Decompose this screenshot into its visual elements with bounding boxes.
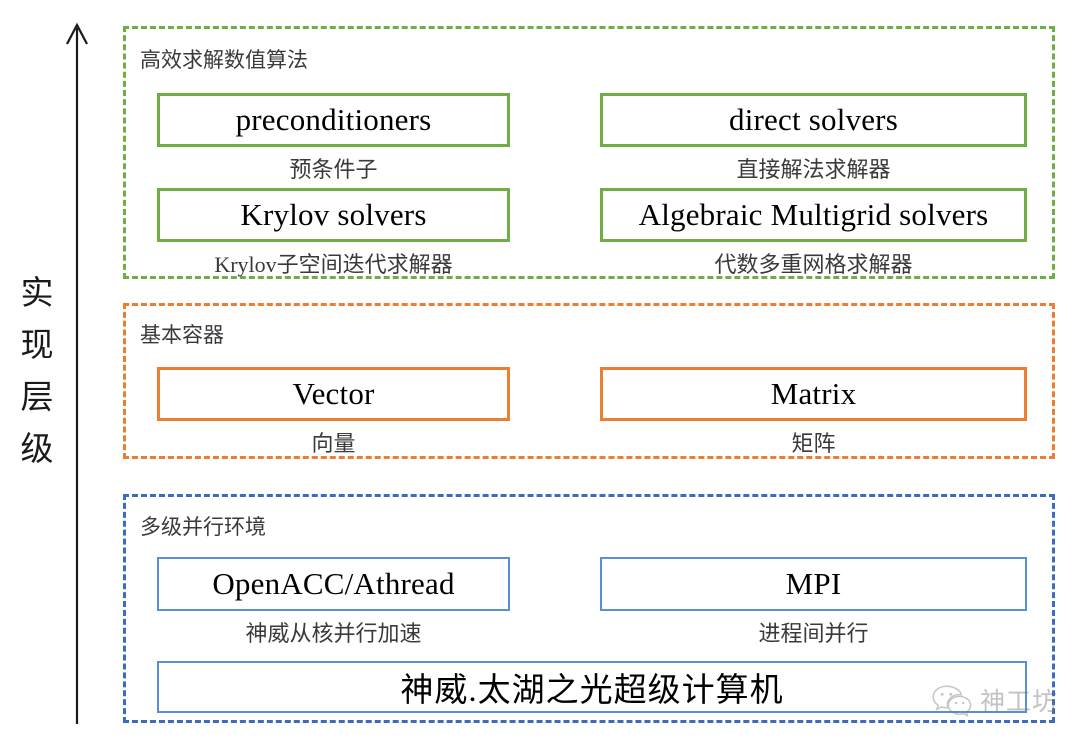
node-mpi[interactable]: MPI	[600, 557, 1027, 611]
layer-title-algorithms: 高效求解数值算法	[140, 48, 308, 72]
node-label-sunway-taihulight: 神威.太湖之光超级计算机	[400, 673, 784, 709]
layer-parallel-environment	[123, 494, 1055, 723]
caption-direct-solvers: 直接解法求解器	[736, 157, 891, 182]
node-label-direct-solvers: direct solvers	[729, 102, 898, 137]
axis-label-char-1: 实	[20, 276, 54, 312]
node-amg-solvers[interactable]: Algebraic Multigrid solvers	[600, 188, 1027, 242]
axis-label-char-2: 现	[20, 328, 54, 364]
node-label-matrix: Matrix	[770, 376, 857, 411]
node-label-openacc-athread: OpenACC/Athread	[212, 566, 455, 601]
axis-label-char-3: 层	[20, 380, 54, 416]
node-direct-solvers[interactable]: direct solvers	[600, 93, 1027, 147]
node-matrix[interactable]: Matrix	[600, 367, 1027, 421]
node-label-krylov-solvers: Krylov solvers	[240, 197, 427, 232]
layer-basic-containers	[123, 303, 1055, 459]
caption-amg-solvers: 代数多重网格求解器	[714, 252, 913, 277]
axis-label-char-4: 级	[20, 432, 54, 468]
layer-title-parallel-environment: 多级并行环境	[140, 515, 266, 539]
node-krylov-solvers[interactable]: Krylov solvers	[157, 188, 510, 242]
node-preconditioners[interactable]: preconditioners	[157, 93, 510, 147]
layer-algorithms	[123, 26, 1055, 279]
node-label-vector: Vector	[292, 376, 375, 411]
axis-label-implementation-level: 实 现 层 级	[14, 268, 60, 476]
caption-matrix: 矩阵	[791, 431, 836, 456]
node-openacc-athread[interactable]: OpenACC/Athread	[157, 557, 510, 611]
caption-openacc-athread: 神威从核并行加速	[245, 621, 422, 646]
caption-mpi: 进程间并行	[758, 621, 869, 646]
node-sunway-taihulight[interactable]: 神威.太湖之光超级计算机	[157, 661, 1027, 713]
layer-title-basic-containers: 基本容器	[140, 323, 224, 347]
node-label-mpi: MPI	[785, 566, 842, 601]
caption-vector: 向量	[311, 431, 356, 456]
node-vector[interactable]: Vector	[157, 367, 510, 421]
caption-krylov-solvers: Krylov子空间迭代求解器	[214, 252, 453, 277]
node-label-amg-solvers: Algebraic Multigrid solvers	[638, 197, 989, 232]
caption-preconditioners: 预条件子	[289, 157, 378, 182]
node-label-preconditioners: preconditioners	[235, 102, 432, 137]
implementation-level-axis-arrow	[66, 22, 88, 724]
